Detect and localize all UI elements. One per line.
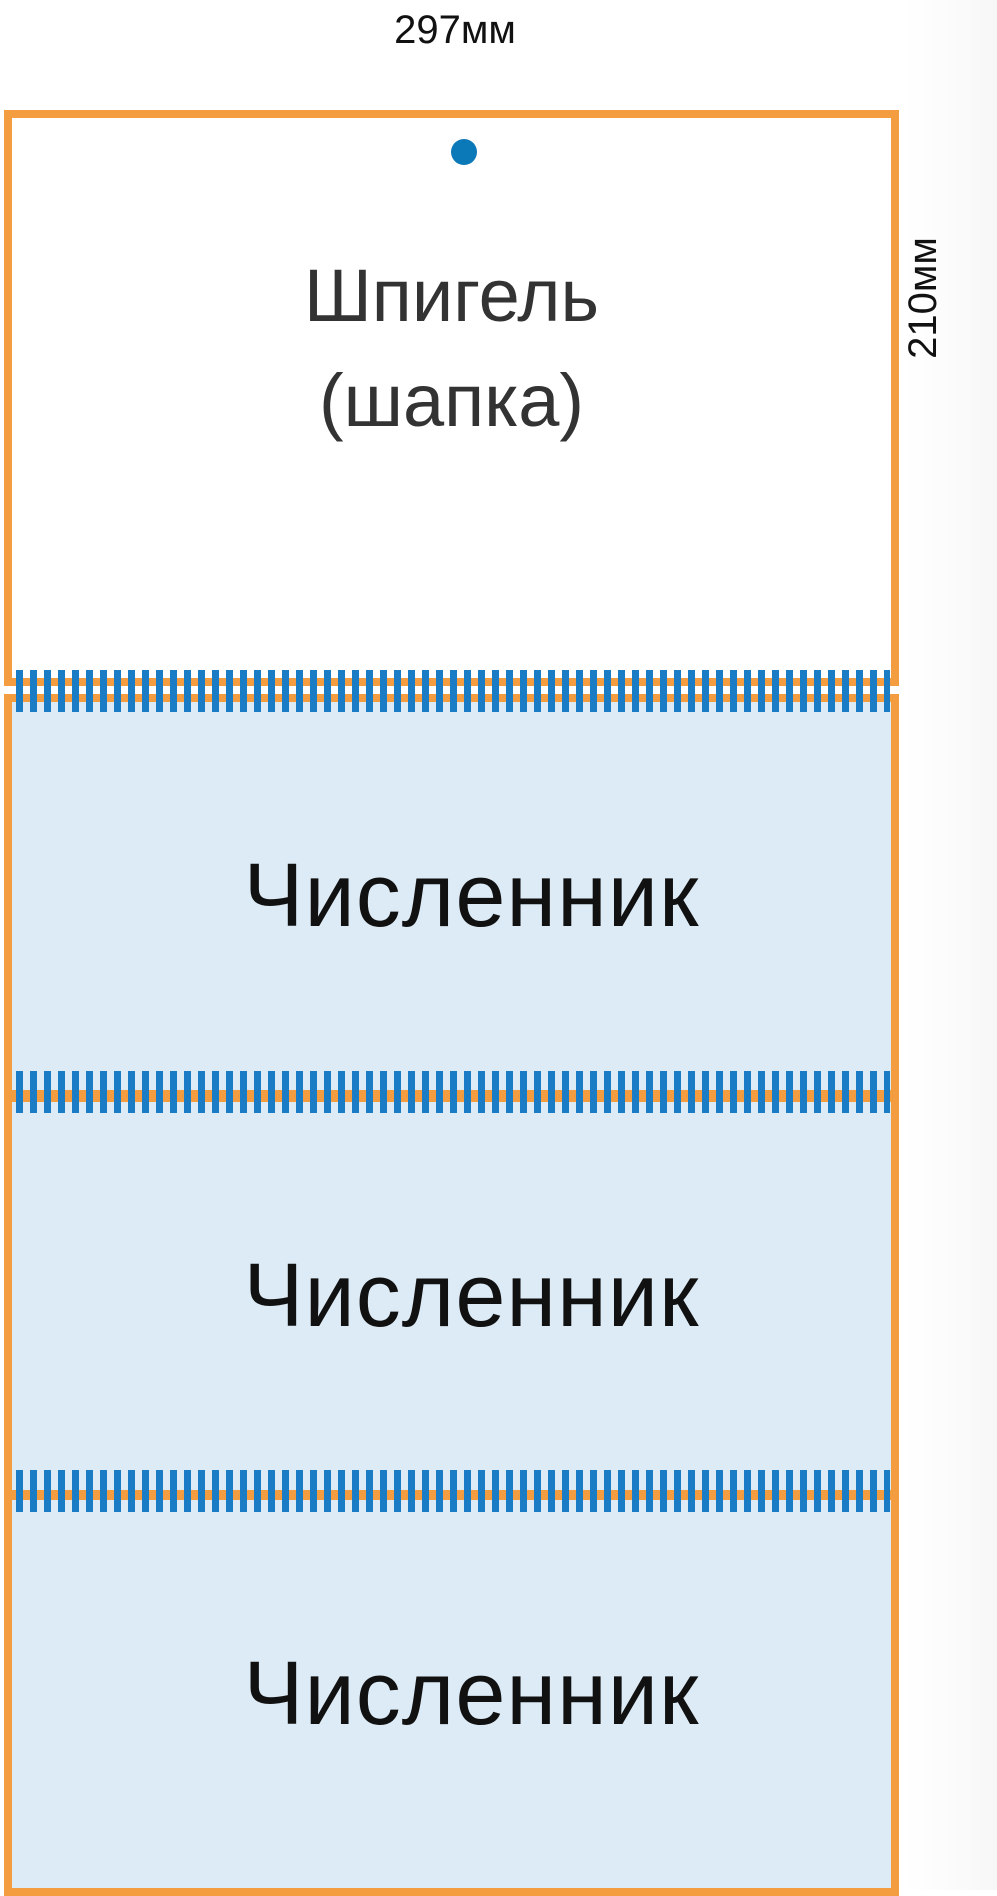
header-title: Шпигель (шапка) [304, 243, 599, 453]
calendar-block-2: Численник [4, 1094, 899, 1498]
spiral-binding-2 [16, 1071, 890, 1113]
calendar-block-1: Численник [4, 694, 899, 1098]
width-dimension-label: 297мм [394, 7, 516, 52]
header-panel: Шпигель (шапка) [4, 110, 899, 686]
calendar-block-label: Численник [243, 845, 700, 946]
hang-hole-icon [451, 139, 477, 165]
header-title-line2: (шапка) [318, 359, 585, 442]
header-title-line1: Шпигель [303, 254, 600, 337]
height-dimension-label: 210мм [900, 237, 945, 359]
calendar-block-label: Численник [243, 1245, 700, 1346]
calendar-block-label: Численник [243, 1643, 700, 1744]
background-shade [905, 0, 997, 1890]
spiral-binding-3 [16, 1470, 890, 1512]
calendar-block-3: Численник [4, 1492, 899, 1896]
spiral-binding-1 [16, 670, 890, 712]
